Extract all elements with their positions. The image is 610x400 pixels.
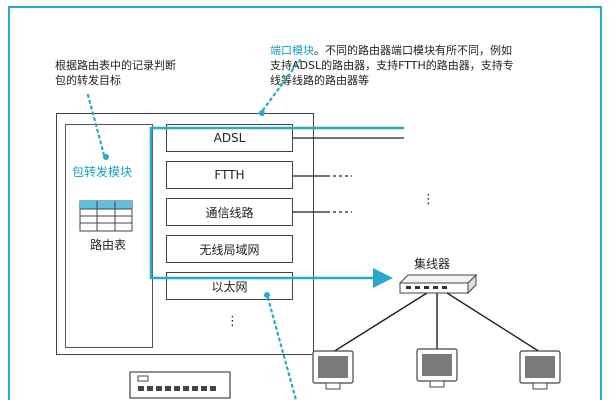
hub-link-left [332, 292, 428, 353]
port-ethernet: 以太网 [166, 272, 293, 300]
right-ellipsis: ⋮ [422, 192, 435, 207]
forward-note-pointer [86, 93, 106, 157]
ethernet-pointer [266, 296, 298, 400]
packet-forwarding-module [65, 124, 153, 348]
computer-left-icon [312, 350, 354, 390]
ethernet-dot [264, 292, 270, 298]
port-note-line3: 线等线路的路由器等 [270, 74, 369, 87]
port-comm-line: 通信线路 [166, 198, 293, 226]
port-note-pointer [261, 58, 302, 112]
diagram-border [8, 6, 602, 400]
hub-link-right [446, 292, 541, 353]
port-note-term: 端口模块 [270, 44, 314, 57]
forward-note-dot [103, 154, 109, 160]
port-wireless-lan: 无线局域网 [166, 235, 293, 263]
port-note-line1: 端口模块。不同的路由器端口模块有所不同，例如 [270, 44, 512, 57]
port-note-line2: 支持ADSL的路由器，支持FTTH的路由器，支持专 [270, 59, 514, 72]
forward-note-line1: 根据路由表中的记录判断 [55, 59, 176, 72]
computer-right-icon [519, 350, 561, 390]
switch-device-icon [129, 371, 231, 399]
port-note-dot [259, 110, 265, 116]
hub-label: 集线器 [414, 257, 451, 271]
ports-ellipsis: ⋮ [226, 314, 239, 329]
forward-note-line2: 包的转发目标 [55, 74, 121, 87]
routing-table-icon [79, 200, 133, 232]
packet-module-label: 包转发模块 [72, 165, 133, 179]
packet-flow-path [149, 126, 404, 288]
routing-table-label: 路由表 [90, 238, 127, 252]
port-ftth: FTTH [166, 161, 293, 189]
hub-icon [398, 273, 478, 295]
computer-center-icon [416, 348, 458, 388]
